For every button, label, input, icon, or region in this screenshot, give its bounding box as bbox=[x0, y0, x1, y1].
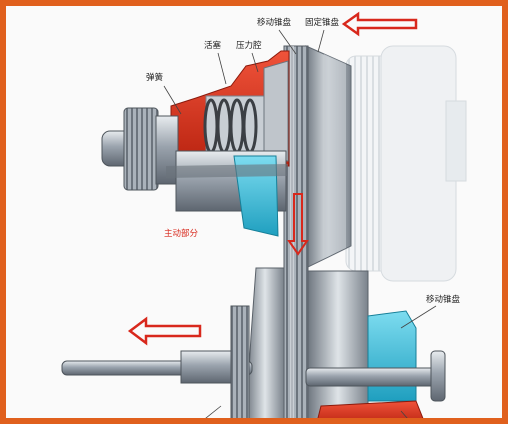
label-driving-part: 主动部分 bbox=[164, 229, 199, 239]
fixed-cone-disc bbox=[305, 45, 352, 269]
label-fixed-cone: 固定锥盘 bbox=[305, 18, 340, 28]
input-shaft-upper bbox=[101, 107, 288, 237]
label-movable-cone-bottom: 移动锥盘 bbox=[426, 295, 461, 305]
label-movable-cone-top: 移动锥盘 bbox=[257, 18, 292, 28]
label-piston: 活塞 bbox=[204, 41, 222, 51]
cvt-pulley-diagram bbox=[61, 11, 467, 418]
label-spring: 弹簧 bbox=[146, 73, 164, 83]
leader-lines bbox=[163, 29, 437, 418]
movable-cone-lower bbox=[245, 267, 424, 418]
output-shaft-lower bbox=[61, 305, 446, 418]
arrow-left-icon-top bbox=[341, 11, 418, 37]
arrow-down-icon bbox=[287, 193, 309, 256]
movable-cone-upper bbox=[170, 50, 290, 167]
arrow-left-icon-bottom bbox=[127, 316, 202, 346]
label-pressure-chamber: 压力腔 bbox=[236, 41, 262, 51]
ghost-gear bbox=[345, 45, 467, 282]
